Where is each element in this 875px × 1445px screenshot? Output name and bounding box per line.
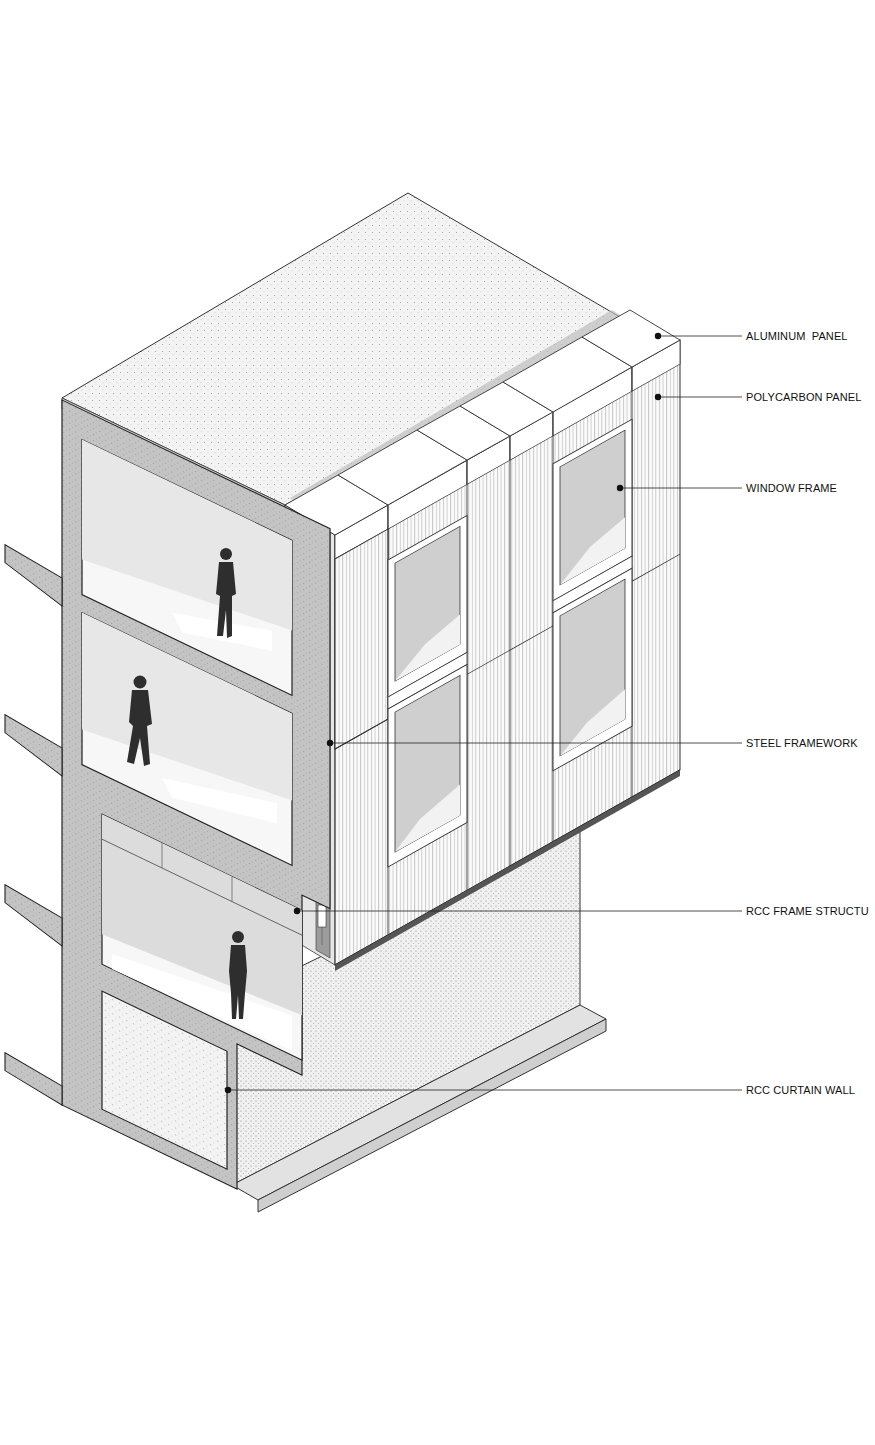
plinth-block	[258, 1019, 606, 1212]
leader-dot	[225, 1087, 231, 1093]
window	[560, 430, 625, 585]
person-silhouette	[220, 548, 232, 560]
person-silhouette	[229, 945, 247, 1019]
window	[395, 784, 460, 852]
callout-label: STEEL FRAMEWORK	[746, 736, 858, 750]
person-silhouette	[216, 562, 236, 638]
section-cut	[162, 843, 163, 868]
callout-label: RCC FRAME STRUCTU	[746, 904, 869, 918]
facade	[509, 436, 510, 866]
window	[553, 568, 632, 771]
person-silhouette	[232, 931, 244, 943]
section-cut	[5, 373, 330, 1234]
person-silhouette	[127, 548, 247, 1019]
callout-label: POLYCARBON PANEL	[746, 390, 862, 404]
section-cut	[5, 545, 62, 606]
leader-line	[658, 336, 742, 337]
facade-base	[335, 770, 680, 971]
person-silhouette	[127, 676, 152, 767]
leader-line	[228, 336, 742, 1090]
facade	[467, 626, 553, 675]
leader-line	[620, 488, 742, 489]
person-silhouette	[127, 690, 152, 766]
window	[560, 689, 625, 756]
aluminum-cap	[582, 310, 680, 367]
person-silhouette	[229, 931, 247, 1019]
section-cut	[5, 885, 62, 946]
callout-label: ALUMINUM PANEL	[746, 329, 848, 343]
section-cut	[162, 748, 277, 848]
callout-label: RCC CURTAIN WALL	[746, 1083, 855, 1097]
leader-line	[297, 911, 742, 912]
section-cut	[112, 929, 292, 1055]
window	[388, 515, 467, 867]
leader-line	[330, 743, 742, 744]
aluminum-cap	[285, 310, 680, 535]
leader-line	[228, 1090, 742, 1091]
leader-line	[658, 397, 742, 398]
section-cut	[5, 715, 62, 776]
leader-dot	[225, 333, 661, 1093]
window	[395, 526, 460, 681]
facade	[335, 719, 388, 749]
window	[560, 579, 625, 756]
leader-dot	[617, 485, 623, 491]
facade	[335, 529, 388, 749]
section-cut	[102, 839, 302, 935]
facade	[632, 554, 680, 581]
facade	[335, 529, 388, 749]
leader-dot	[655, 394, 661, 400]
person-silhouette	[216, 548, 236, 638]
window	[388, 664, 467, 867]
leader-dot	[294, 908, 300, 914]
window	[395, 675, 460, 852]
leader-dot	[655, 333, 661, 339]
person-silhouette	[134, 676, 147, 689]
window	[553, 419, 632, 771]
section-cut	[102, 991, 227, 1169]
steel-framework	[318, 905, 326, 927]
section-cut	[62, 400, 330, 1234]
section-cut	[5, 1053, 62, 1105]
callout-label: WINDOW FRAME	[746, 481, 837, 495]
section-cut	[232, 877, 233, 902]
leader-dot	[327, 740, 333, 746]
